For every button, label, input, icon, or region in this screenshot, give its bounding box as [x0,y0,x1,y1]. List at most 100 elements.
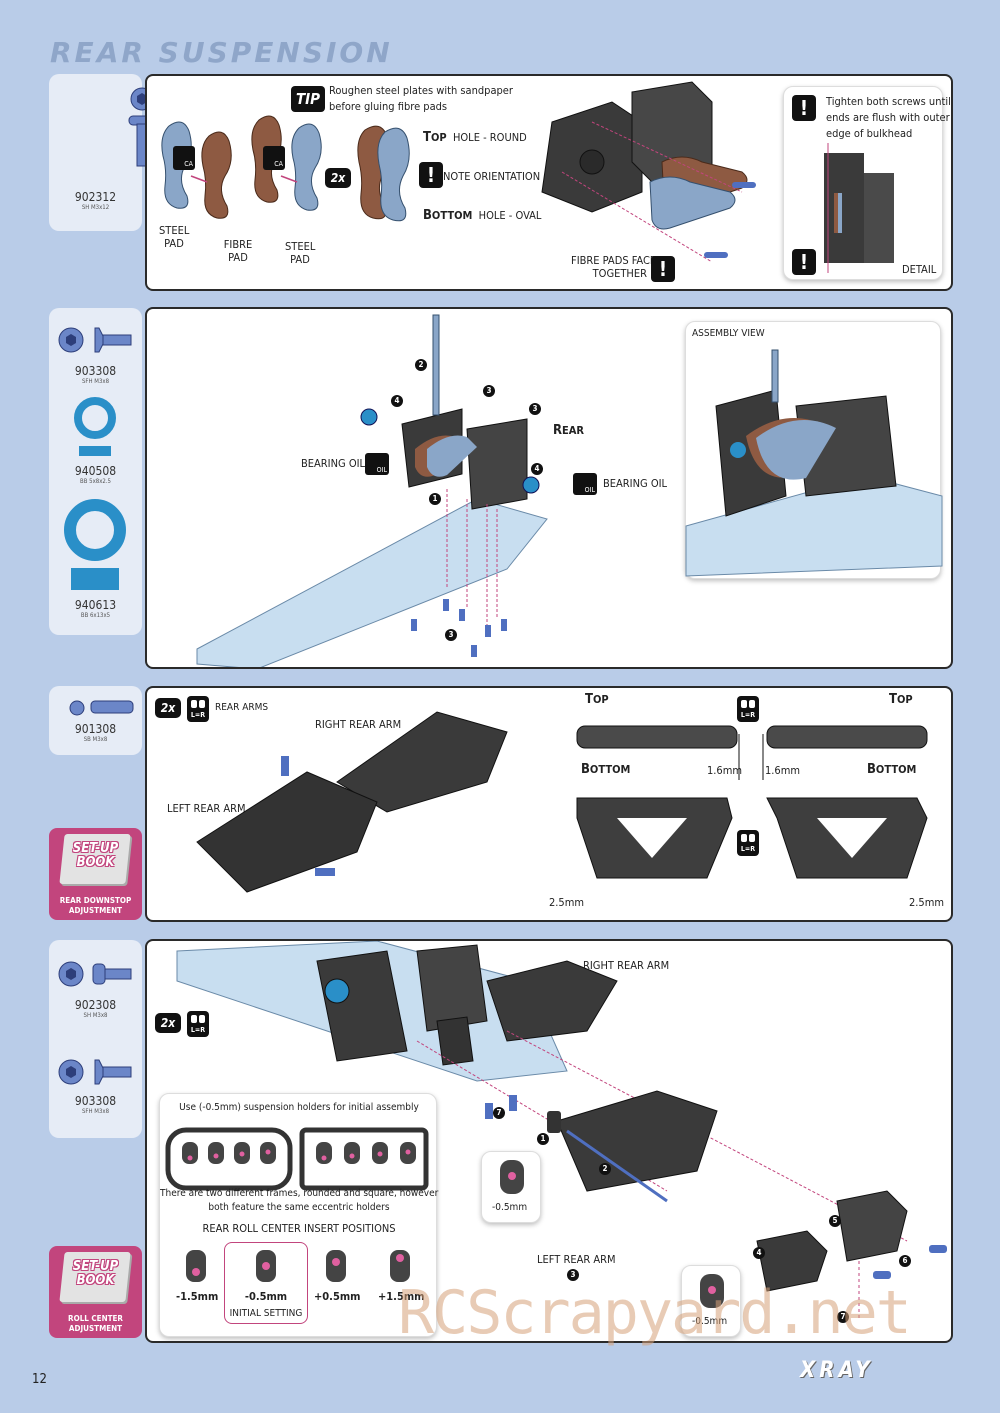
holder-callout-value: -0.5mm [492,1202,528,1213]
detail-text-1: Tighten both screws until [826,95,951,108]
bottom-label-left: BOTTOM [581,762,631,777]
insert-option: +0.5mm [314,1250,360,1303]
holder-callout-a: -0.5mm [481,1151,541,1223]
initial-setting-label: INITIAL SETTING [229,1308,303,1319]
left-rear-arm-label: LEFT REAR ARM [167,802,246,815]
countersunk-screw-icon [58,327,132,353]
insert-option: +1.5mm [378,1250,425,1303]
step-number: 2 [599,1163,611,1175]
part-desc: BB 5x8x2.5 [80,478,111,485]
tip-badge: TIP [291,86,325,112]
step-number: 4 [391,395,403,407]
pad-orientation-diagram [357,125,410,222]
part-code: 903308 [74,1094,117,1108]
insert-value: -1.5mm [176,1290,219,1303]
parts-sidebar-4: 902308 SH M3x8 903308 SFH M3x8 [49,940,142,1138]
left-equals-right-icon: L=R [737,696,759,722]
bearing-icon [74,397,116,456]
oil-icon: OIL [365,453,389,475]
bearing-oil-label-left: BEARING OIL [301,457,366,470]
tip-text-1: Roughen steel plates with sandpaper [329,84,513,97]
frames-note-2: both feature the same eccentric holders [208,1202,390,1213]
top-label-right: TOP [889,692,913,707]
step-number: 5 [829,1215,841,1227]
right-rear-arm-label: RIGHT REAR ARM [583,959,670,972]
frames-note-1: There are two different frames, rounded … [160,1188,439,1199]
insert-icon [186,1250,206,1282]
bottom-hole-label: BOTTOM HOLE - OVAL [423,208,542,223]
step-number: 6 [899,1255,911,1267]
flush-detail-drawing [824,143,894,273]
step-number: 4 [531,463,543,475]
suspension-holders-inset: Use (-0.5mm) suspension holders for init… [159,1093,439,1337]
chassis-bulkhead-diagram [196,314,548,667]
step-number: 1 [537,1133,549,1145]
arm-side-view-diagram [576,725,928,780]
assembly-view-label: ASSEMBLY VIEW [692,328,765,339]
tip-text-2: before gluing fibre pads [329,100,448,113]
part-desc: BB 6x13x5 [80,612,111,619]
holder-note: Use (-0.5mm) suspension holders for init… [179,1102,419,1113]
dimension-left: 1.6mm [707,764,743,777]
detail-label: DETAIL [902,263,937,276]
step-panel-2: 1 2 3 3 3 4 4 BEARING OIL OIL OIL BEARIN… [145,307,953,669]
insert-option: -1.5mm [176,1250,219,1303]
insert-value: -0.5mm [244,1290,288,1303]
step-number: 7 [493,1107,505,1119]
step-panel-1: TIP Roughen steel plates with sandpaper … [145,74,953,291]
watermark: RCScrapyard.net [398,1278,912,1348]
warning-icon: ! [792,249,816,275]
rear-arms-label: REAR ARMS [215,702,269,713]
pads-gluing-diagram [161,115,322,219]
insert-option: -0.5mm [244,1250,288,1303]
bearing-oil-label-right: BEARING OIL [603,477,668,490]
dimension-bottom-left: 2.5mm [549,896,585,909]
socket-screw-icon [58,961,132,987]
quantity-badge: 2x [155,1013,181,1033]
assembly-view-drawing [685,349,943,577]
part-code: 940613 [74,598,117,612]
warning-icon: ! [651,256,675,282]
bottom-label-right: BOTTOM [867,762,917,777]
rear-arms-diagram [196,711,508,893]
quantity-badge: 2x [325,168,351,188]
detail-inset: ! Tighten both screws until ends are flu… [783,86,951,280]
page-title: REAR SUSPENSION [50,36,393,69]
step-number: 3 [445,629,457,641]
step-number: 3 [483,385,495,397]
insert-icon [256,1250,276,1282]
step-number: 1 [429,493,441,505]
holder-callout-b: -0.5mm [681,1265,741,1337]
part-desc: SFH M3x8 [81,378,110,385]
step-number: 3 [567,1269,579,1281]
step-panel-3: 2x L=R REAR ARMS RIGHT REAR ARM LEFT REA… [145,686,953,922]
part-desc: SFH M3x8 [81,1108,110,1115]
ca-glue-icon-1: CA [173,146,195,170]
bearing-icon [64,499,126,590]
step-number: 7 [837,1311,849,1323]
rear-suspension-assembly-diagram [176,941,947,1321]
parts-sidebar-3: 901308 SB M3x8 [49,686,142,755]
insert-icon [390,1250,410,1282]
detail-text-2: ends are flush with outer [826,111,950,124]
parts-sidebar-1: 902312 SH M3x12 [49,74,155,231]
part-code: 902312 [74,190,117,204]
bulkhead-assembly-diagram [541,81,756,263]
insert-value: +1.5mm [378,1290,425,1303]
top-label-left: TOP [585,692,609,707]
initial-setting-highlight [224,1242,308,1324]
page-number: 12 [32,1372,47,1387]
arm-plan-view-diagram [576,797,928,879]
part-desc: SH M3x12 [81,204,110,211]
part-code: 903308 [74,364,117,378]
ca-glue-icon-2: CA [263,146,285,170]
step-number: 3 [529,403,541,415]
top-hole-label: TOP HOLE - ROUND [423,130,527,145]
note-orientation: NOTE ORIENTATION [443,170,541,183]
quantity-badge: 2x [155,698,181,718]
